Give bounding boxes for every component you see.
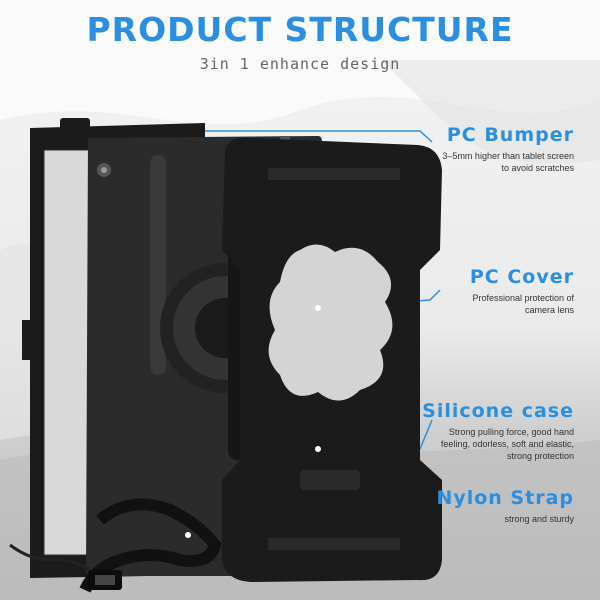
- page-subtitle: 3in 1 enhance design: [199, 55, 401, 73]
- feature-description: Strong pulling force, good hand feeling,…: [440, 427, 574, 461]
- feature-pc-cover: PC Cover Professional protection of came…: [470, 266, 574, 316]
- nylon-strap: [9, 498, 222, 593]
- feature-description: strong and sturdy: [504, 514, 574, 524]
- feature-silicone-case: Silicone case Strong pulling force, good…: [422, 400, 574, 462]
- feature-pc-bumper: PC Bumper 3–5mm higher than tablet scree…: [442, 124, 574, 174]
- silicone-case: [222, 137, 442, 582]
- feature-title: PC Bumper: [446, 124, 574, 146]
- feature-title: Silicone case: [422, 400, 574, 422]
- feature-description: Professional protection of camera lens: [472, 293, 574, 315]
- page-title: PRODUCT STRUCTURE: [86, 10, 514, 49]
- feature-nylon-strap: Nylon Strap strong and sturdy: [436, 487, 574, 525]
- feature-title: Nylon Strap: [436, 487, 574, 509]
- feature-description: 3–5mm higher than tablet screen to avoid…: [442, 151, 574, 173]
- feature-title: PC Cover: [469, 266, 574, 288]
